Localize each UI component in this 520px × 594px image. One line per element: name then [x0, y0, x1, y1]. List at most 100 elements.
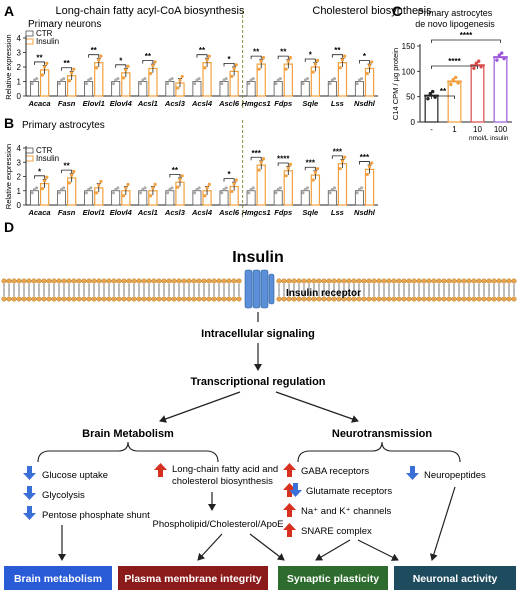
data-point [431, 89, 435, 94]
lipid-head [316, 296, 322, 302]
lipid-head [281, 278, 287, 284]
lipid-tail [77, 289, 81, 297]
lipid-head [406, 278, 412, 284]
lipid-head [301, 296, 307, 302]
data-point [224, 186, 228, 190]
lipid-tail [472, 283, 476, 291]
lipid-head [6, 296, 12, 302]
lipid-head [326, 296, 332, 302]
data-point [40, 73, 45, 77]
data-point [357, 78, 361, 82]
lipid-tail [147, 289, 151, 297]
data-point [176, 86, 180, 90]
y-tick-label: 3 [17, 49, 22, 58]
lipid-head [141, 278, 147, 284]
data-point [84, 82, 88, 86]
x-tick-label: Acsl3 [164, 99, 186, 108]
lipid-head [156, 278, 162, 284]
lipid-head [466, 296, 472, 302]
lipid-head [331, 296, 337, 302]
data-point [166, 191, 170, 195]
lipid-head [76, 296, 82, 302]
cell-membrane [1, 278, 517, 302]
lipid-tail [32, 283, 36, 291]
lipid-tail [112, 289, 116, 297]
lipid-tail [372, 289, 376, 297]
lipid-head [221, 296, 227, 302]
significance-bracket [359, 161, 370, 165]
lipid-head [216, 296, 222, 302]
data-point [360, 77, 364, 81]
data-point [288, 162, 293, 166]
lipid-tail [12, 289, 16, 297]
brace [297, 441, 461, 463]
lipid-tail [222, 283, 226, 291]
lipid-tail [327, 289, 331, 297]
lipid-head [476, 296, 482, 302]
y-tick-label: 2 [17, 63, 22, 72]
lipid-head [196, 278, 202, 284]
lipid-tail [367, 289, 371, 297]
significance-label: *** [251, 149, 261, 158]
lipid-tail [427, 289, 431, 297]
lipid-tail [82, 289, 86, 297]
lipid-tail [17, 289, 21, 297]
significance-bracket [196, 54, 208, 58]
significance-bracket [431, 65, 478, 69]
significance-label: ** [63, 162, 70, 171]
lipid-head [351, 296, 357, 302]
lipid-tail [237, 283, 241, 291]
lipid-tail [107, 289, 111, 297]
lipid-tail [107, 283, 111, 291]
lipid-tail [47, 289, 51, 297]
lipid-tail [127, 283, 131, 291]
lipid-head [41, 296, 47, 302]
y-tick-label: 150 [402, 42, 416, 51]
lipid-tail [212, 283, 216, 291]
significance-bracket [277, 55, 289, 60]
outcome-box-brain-metabolism [4, 566, 112, 590]
ion-channels-label: Na⁺ and K⁺ channels [301, 506, 392, 517]
panel-a-letter: A [4, 3, 14, 19]
x-tick-label: Sqle [302, 99, 318, 108]
data-point [477, 59, 481, 63]
lipid-head [496, 278, 502, 284]
lipid-tail [27, 289, 31, 297]
x-tick-label: Fdps [274, 99, 292, 108]
lipid-tail [192, 283, 196, 291]
data-point [45, 175, 49, 179]
receptor-subunit [260, 269, 269, 309]
lipid-tail [142, 289, 146, 297]
data-point [328, 191, 332, 195]
lipid-head [306, 296, 312, 302]
lipid-head [126, 278, 132, 284]
data-point [426, 96, 430, 101]
lipid-head [406, 296, 412, 302]
receptor-subunit [268, 273, 275, 305]
data-point [45, 61, 49, 65]
significance-label: ** [172, 166, 179, 175]
brain-metabolism-heading: Brain Metabolism [82, 428, 174, 440]
data-point [274, 191, 278, 195]
lipid-head [441, 278, 447, 284]
lipid-head [21, 296, 27, 302]
data-point [166, 82, 170, 86]
lipid-tail [97, 283, 101, 291]
x-tick-label: Acsl1 [137, 208, 158, 217]
data-point [149, 194, 153, 198]
lipid-head [106, 296, 112, 302]
lipid-tail [377, 283, 381, 291]
section-label-left: Long-chain fatty acyl-CoA biosynthesis [56, 5, 245, 17]
lipid-tail [7, 289, 11, 297]
lipid-tail [87, 289, 91, 297]
panel-c-title-line2: de novo lipogenesis [415, 19, 495, 29]
lipid-head [161, 278, 167, 284]
lipid-tail [207, 289, 211, 297]
data-point [305, 186, 309, 190]
x-tick-label: Sqle [302, 208, 318, 217]
lipid-tail [232, 283, 236, 291]
lipid-head [291, 278, 297, 284]
lipid-tail [492, 283, 496, 291]
lipid-head [121, 278, 127, 284]
data-point [500, 51, 504, 55]
